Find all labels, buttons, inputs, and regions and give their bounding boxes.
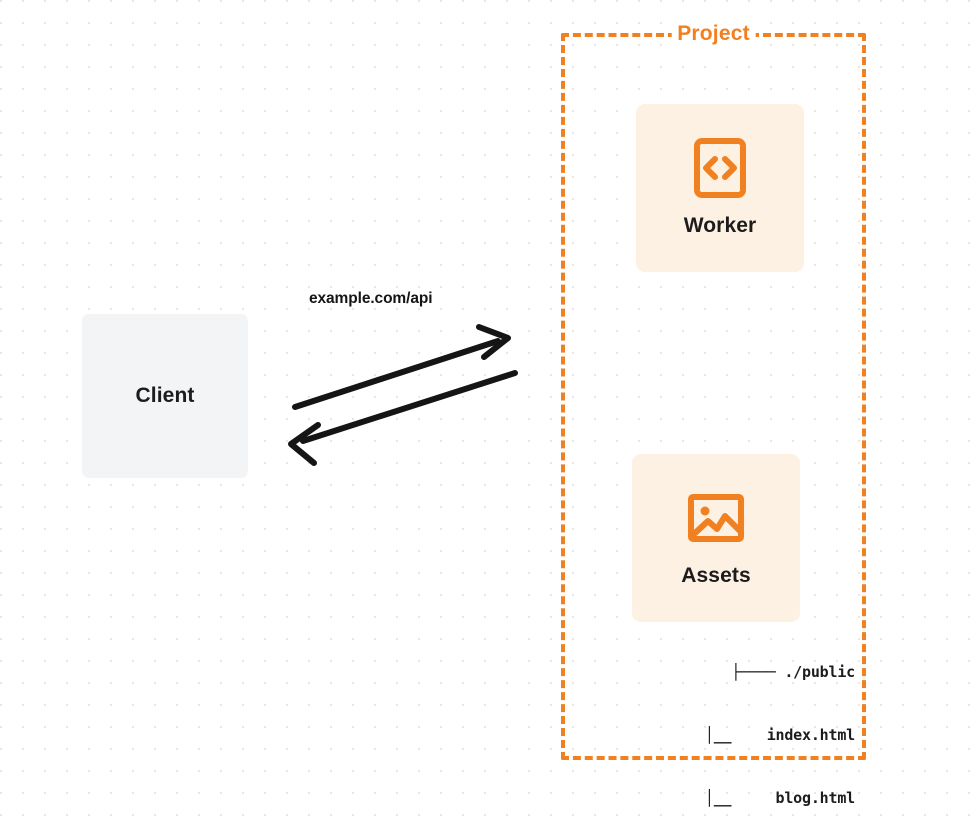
file-tree-root: ├──── ./public <box>731 663 855 681</box>
node-assets[interactable]: Assets <box>632 454 800 622</box>
project-container[interactable]: Project Worker Assets <box>561 22 866 807</box>
assets-file-tree: ├──── ./public │__ index.html │__ blog.h… <box>610 620 855 818</box>
file-tree-item: │__ index.html <box>704 726 855 744</box>
assets-label: Assets <box>681 564 751 587</box>
file-tree-item: │__ blog.html <box>704 789 855 807</box>
connection-label: example.com/api <box>309 290 433 307</box>
request-arrow <box>292 324 511 410</box>
project-title: Project <box>671 22 756 46</box>
code-brackets-icon <box>691 138 749 198</box>
node-worker[interactable]: Worker <box>636 104 804 272</box>
image-picture-icon <box>687 488 745 548</box>
node-client[interactable]: Client <box>82 314 248 478</box>
client-label: Client <box>135 384 195 407</box>
response-arrow <box>288 370 518 466</box>
worker-label: Worker <box>683 214 757 237</box>
